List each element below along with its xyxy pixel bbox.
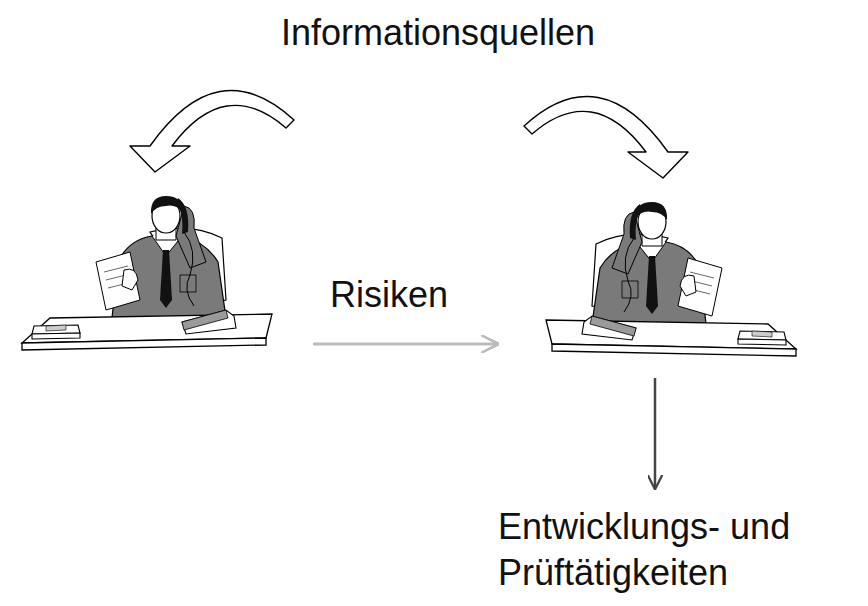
arrow-label: Risiken (330, 272, 510, 318)
output-arrow (654, 378, 657, 488)
heading-label: Informationsquellen (4, 10, 868, 56)
source-arrow (130, 90, 294, 172)
risk-arrow (313, 343, 497, 346)
worker-figure (546, 202, 796, 356)
target-label: Entwicklungs- und Prüftätigkeiten (498, 504, 860, 596)
worker-figure (22, 196, 272, 350)
source-arrow (524, 96, 688, 178)
